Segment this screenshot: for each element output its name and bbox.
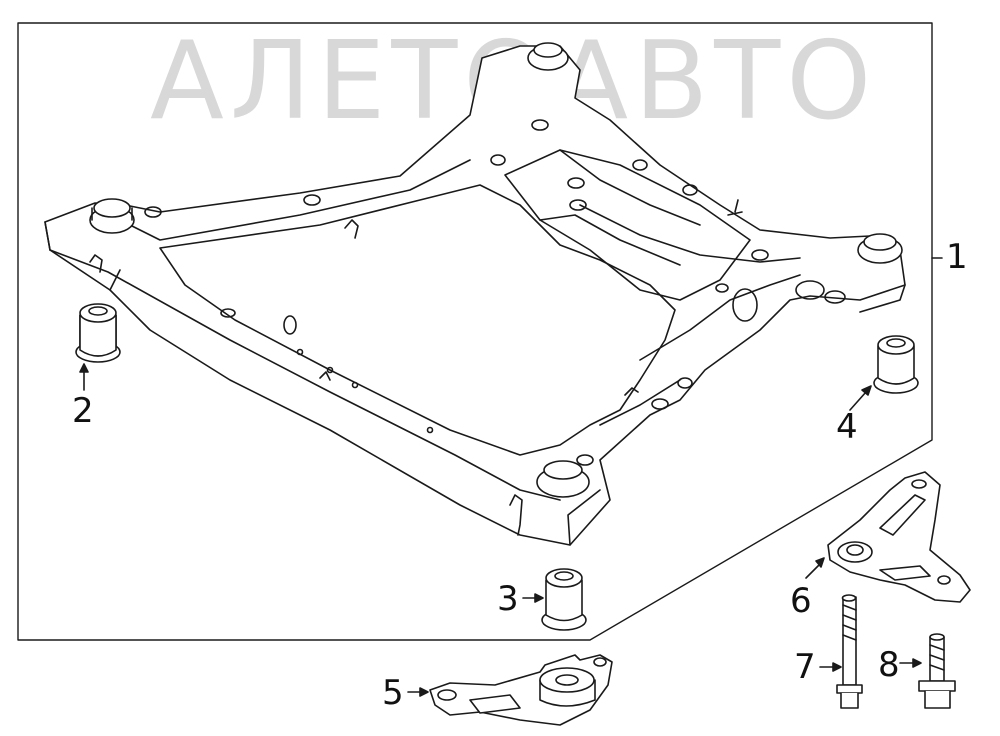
- callout-5: 5: [382, 673, 404, 713]
- tab-mid: [344, 219, 359, 239]
- callout-1: 1: [946, 237, 968, 277]
- tab-right: [727, 199, 743, 216]
- right-rail-edge: [579, 204, 801, 263]
- subframe-inner-opening: [159, 184, 676, 456]
- part-4-bushing: [873, 335, 919, 394]
- part-3-bushing: [541, 568, 587, 631]
- leader-line-4: [849, 391, 867, 411]
- front-rail-lower: [109, 269, 121, 291]
- part-6-bracket: [827, 471, 971, 603]
- leader-line-6: [805, 563, 821, 579]
- rear-inner-edge: [599, 379, 681, 426]
- tab-front-center: [509, 494, 523, 536]
- left-corner-edge: [44, 221, 51, 251]
- part-8-bolt: [918, 633, 956, 709]
- front-bottom-edge: [567, 489, 601, 546]
- callout-7: 7: [794, 647, 816, 687]
- tab-front-lower: [319, 371, 331, 381]
- subframe-crossmember: [44, 45, 906, 546]
- subframe-bushing-pads: [89, 42, 903, 498]
- tab-rear-inner: [624, 387, 639, 396]
- callout-2: 2: [72, 391, 94, 431]
- callout-8: 8: [878, 645, 900, 685]
- center-tunnel-rib2: [539, 214, 681, 266]
- callout-4: 4: [836, 407, 858, 447]
- part-2-bushing: [75, 303, 121, 363]
- tab-front-left: [89, 254, 103, 273]
- rear-right-edge: [859, 284, 906, 313]
- center-tunnel: [504, 149, 751, 301]
- center-tunnel-rib: [559, 149, 701, 226]
- rear-mount-arm: [639, 274, 801, 361]
- callout-6: 6: [790, 581, 812, 621]
- part-5-bracket: [429, 654, 613, 726]
- front-rail-edge: [49, 249, 561, 501]
- callout-3: 3: [497, 579, 519, 619]
- assembly-boundary: [17, 22, 933, 641]
- left-rail-edge: [129, 159, 471, 241]
- subframe-holes: [144, 119, 846, 466]
- part-7-bolt: [836, 594, 863, 709]
